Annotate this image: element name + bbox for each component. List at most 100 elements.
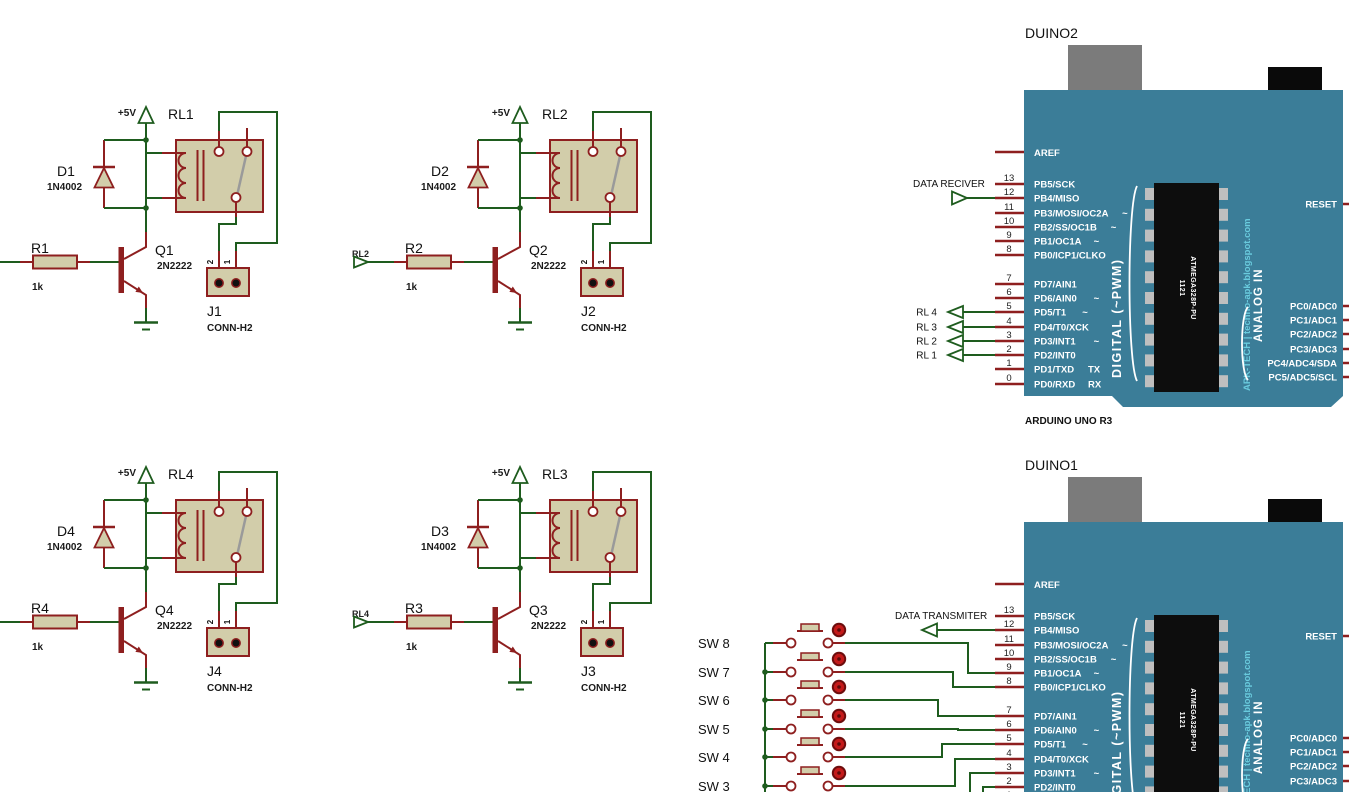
relay-output-terminal-1[interactable]: RL 1: [916, 347, 995, 363]
relay-RL3[interactable]: RL3: [536, 466, 638, 577]
relay-RL4[interactable]: RL4: [162, 466, 264, 577]
analog-pin-1[interactable]: PC1/ADC1: [1290, 748, 1349, 759]
analog-pin-0[interactable]: PC0/ADC0: [1290, 302, 1349, 313]
relay-RL2[interactable]: RL2: [536, 106, 638, 217]
switch-cap[interactable]: [800, 652, 820, 661]
connector-body[interactable]: [580, 627, 624, 657]
resistor-body[interactable]: [32, 254, 78, 270]
switch-actuator[interactable]: [831, 708, 847, 724]
switch-actuator[interactable]: [831, 651, 847, 667]
relay-RL1[interactable]: RL1: [162, 106, 264, 217]
resistor-body[interactable]: [406, 254, 452, 270]
switch-actuator[interactable]: [831, 679, 847, 695]
push-switch-SW6[interactable]: SW 6: [698, 679, 995, 717]
power-terminal-5v[interactable]: +5V: [118, 464, 155, 484]
serial-terminal-DUINO2[interactable]: DATA RECIVER: [913, 179, 995, 206]
push-switch-SW7[interactable]: SW 7: [698, 651, 995, 688]
switch-actuator[interactable]: [831, 736, 847, 752]
input-terminal[interactable]: RL2: [352, 249, 371, 269]
analog-pin-4[interactable]: PC4/ADC4/SDA: [1267, 359, 1349, 370]
push-switch-SW5[interactable]: SW 5: [698, 708, 995, 737]
analog-pin-5[interactable]: PC5/ADC5/SCL: [1268, 373, 1349, 384]
relay-output-terminal-3[interactable]: RL 3: [916, 319, 995, 335]
analog-pin-2[interactable]: PC2/ADC2: [1290, 762, 1349, 773]
switch-cap[interactable]: [800, 680, 820, 689]
serial-terminal-DUINO1[interactable]: DATA TRANSMITER: [895, 611, 995, 638]
analog-pin-0[interactable]: PC0/ADC0: [1290, 734, 1349, 745]
switch-actuator[interactable]: [831, 622, 847, 638]
push-switch-SW3[interactable]: SW 3: [698, 758, 995, 792]
relay-output-terminal-4[interactable]: RL 4: [916, 304, 995, 320]
resistor-body[interactable]: [32, 614, 78, 630]
connector-body[interactable]: [580, 267, 624, 297]
analog-pin-4[interactable]: PC4/ADC4/SDA: [1267, 791, 1349, 792]
switch-cap[interactable]: [800, 709, 820, 718]
analog-pin-2[interactable]: PC2/ADC2: [1290, 330, 1349, 341]
switch-cap[interactable]: [800, 623, 820, 632]
analog-pin-3[interactable]: PC3/ADC3: [1290, 345, 1349, 356]
switch-cap[interactable]: [800, 766, 820, 775]
analog-pin-1[interactable]: PC1/ADC1: [1290, 316, 1349, 327]
power-terminal-5v[interactable]: +5V: [118, 104, 155, 124]
power-terminal-5v[interactable]: +5V: [492, 464, 529, 484]
push-switch-SW4[interactable]: SW 4: [698, 736, 995, 765]
pin-number: 6: [1006, 287, 1011, 298]
relay-output-terminal-2[interactable]: RL 2: [916, 333, 995, 349]
push-switch-SW8[interactable]: SW 8: [698, 622, 995, 674]
switch-cap[interactable]: [800, 737, 820, 746]
connector-body[interactable]: [206, 267, 250, 297]
resistor-body[interactable]: [406, 614, 452, 630]
power-terminal-5v[interactable]: +5V: [492, 104, 529, 124]
input-terminal[interactable]: RL4: [352, 609, 371, 629]
switch-actuator[interactable]: [831, 765, 847, 781]
analog-pin-3[interactable]: PC3/ADC3: [1290, 777, 1349, 788]
connector-body[interactable]: [206, 627, 250, 657]
